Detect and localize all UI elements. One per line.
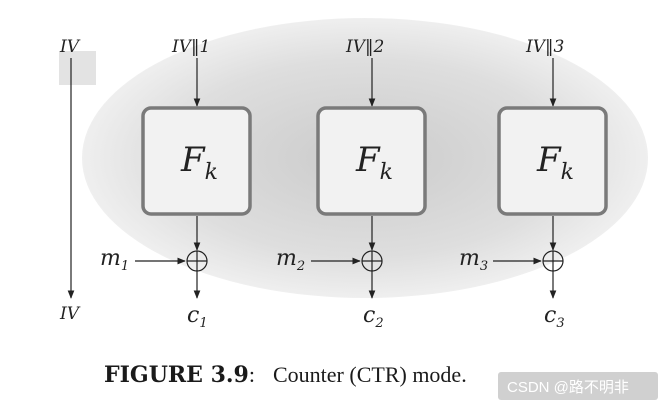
watermark-backdrop [498,372,658,400]
cipher-label-1: c1 [187,303,208,331]
figure-caption: FIGURE 3.9: Counter (CTR) mode. [104,362,467,388]
ctr-block-3: IV‖3 Fk m3 c3 [459,37,608,331]
ctr-block-1: IV‖1 Fk m1 c1 [100,37,252,331]
iv-marker-square [59,51,96,85]
cipher-label-2: c2 [363,303,384,331]
prf-box-3 [497,106,608,216]
prf-box-2 [316,106,427,216]
figure-label: FIGURE 3.9 [104,362,249,388]
counter-input-label-2: IV‖2 [345,37,384,57]
prf-box-1 [141,106,252,216]
figure-caption-text: Counter (CTR) mode. [273,362,467,387]
xor-icon-3 [542,250,564,272]
counter-input-label-1: IV‖1 [171,37,210,57]
iv-top-label: IV [59,37,81,57]
xor-icon-1 [186,250,208,272]
prf-label-3: Fk [536,140,574,185]
prf-label-1: Fk [180,140,218,185]
watermark: CSDN @路不明非 [507,379,629,396]
message-label-1: m1 [100,246,129,274]
figure-separator: : [249,362,255,387]
iv-bottom-label: IV [59,304,81,324]
cipher-label-3: c3 [544,303,565,331]
ctr-block-2: IV‖2 Fk m2 c2 [276,37,427,331]
message-label-3: m3 [459,246,488,274]
message-label-2: m2 [276,246,305,274]
prf-label-2: Fk [355,140,393,185]
counter-input-label-3: IV‖3 [525,37,564,57]
xor-icon-2 [361,250,383,272]
